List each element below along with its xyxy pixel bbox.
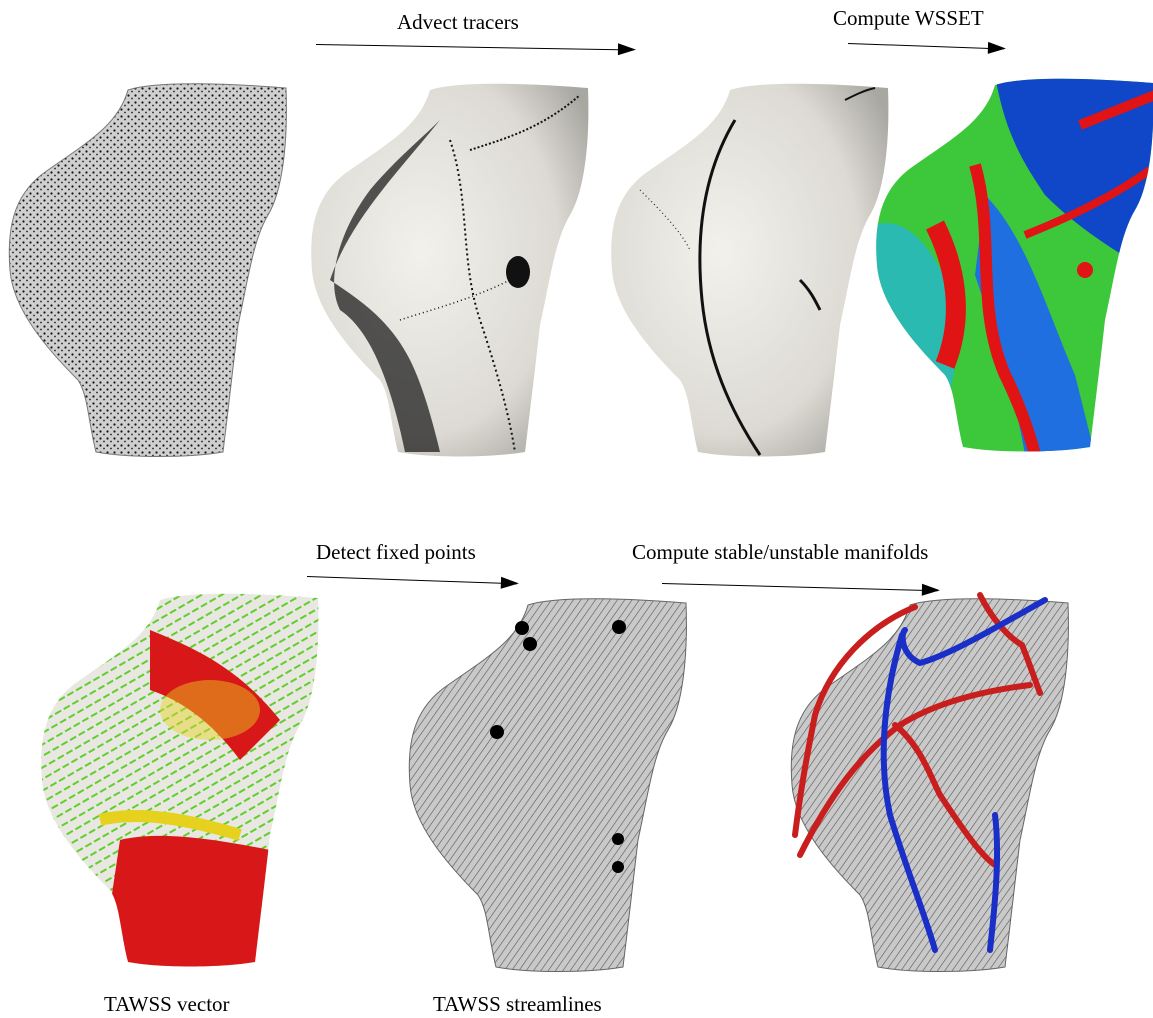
vessel-manifolds — [790, 595, 1070, 975]
fixed-point — [490, 725, 504, 739]
compute-wsset-label: Compute WSSET — [833, 8, 984, 29]
vessel-tracers-final — [610, 80, 890, 460]
wsset-arrow — [848, 43, 1004, 49]
vessel-wsset-field — [875, 75, 1153, 455]
tawss-streamlines-caption: TAWSS streamlines — [433, 994, 602, 1015]
fixed-point — [612, 620, 626, 634]
advect-tracers-label: Advect tracers — [397, 12, 519, 33]
fixed-point — [612, 833, 624, 845]
vessel-tawss-streamlines — [408, 595, 688, 975]
detect-fixed-points-label: Detect fixed points — [316, 542, 476, 563]
fixed-point — [612, 861, 624, 873]
vessel-tawss-vectors — [40, 590, 320, 975]
vessel-tracers-advected — [310, 80, 590, 460]
fixed-point — [523, 637, 537, 651]
advect-arrow — [316, 44, 634, 51]
vessel-tracers-initial — [8, 80, 288, 460]
manifolds-label: Compute stable/unstable manifolds — [632, 542, 928, 563]
fixed-point — [515, 621, 529, 635]
fixed-points-arrow — [307, 576, 517, 584]
tawss-vector-caption: TAWSS vector — [104, 994, 230, 1015]
manifolds-arrow — [662, 583, 938, 591]
